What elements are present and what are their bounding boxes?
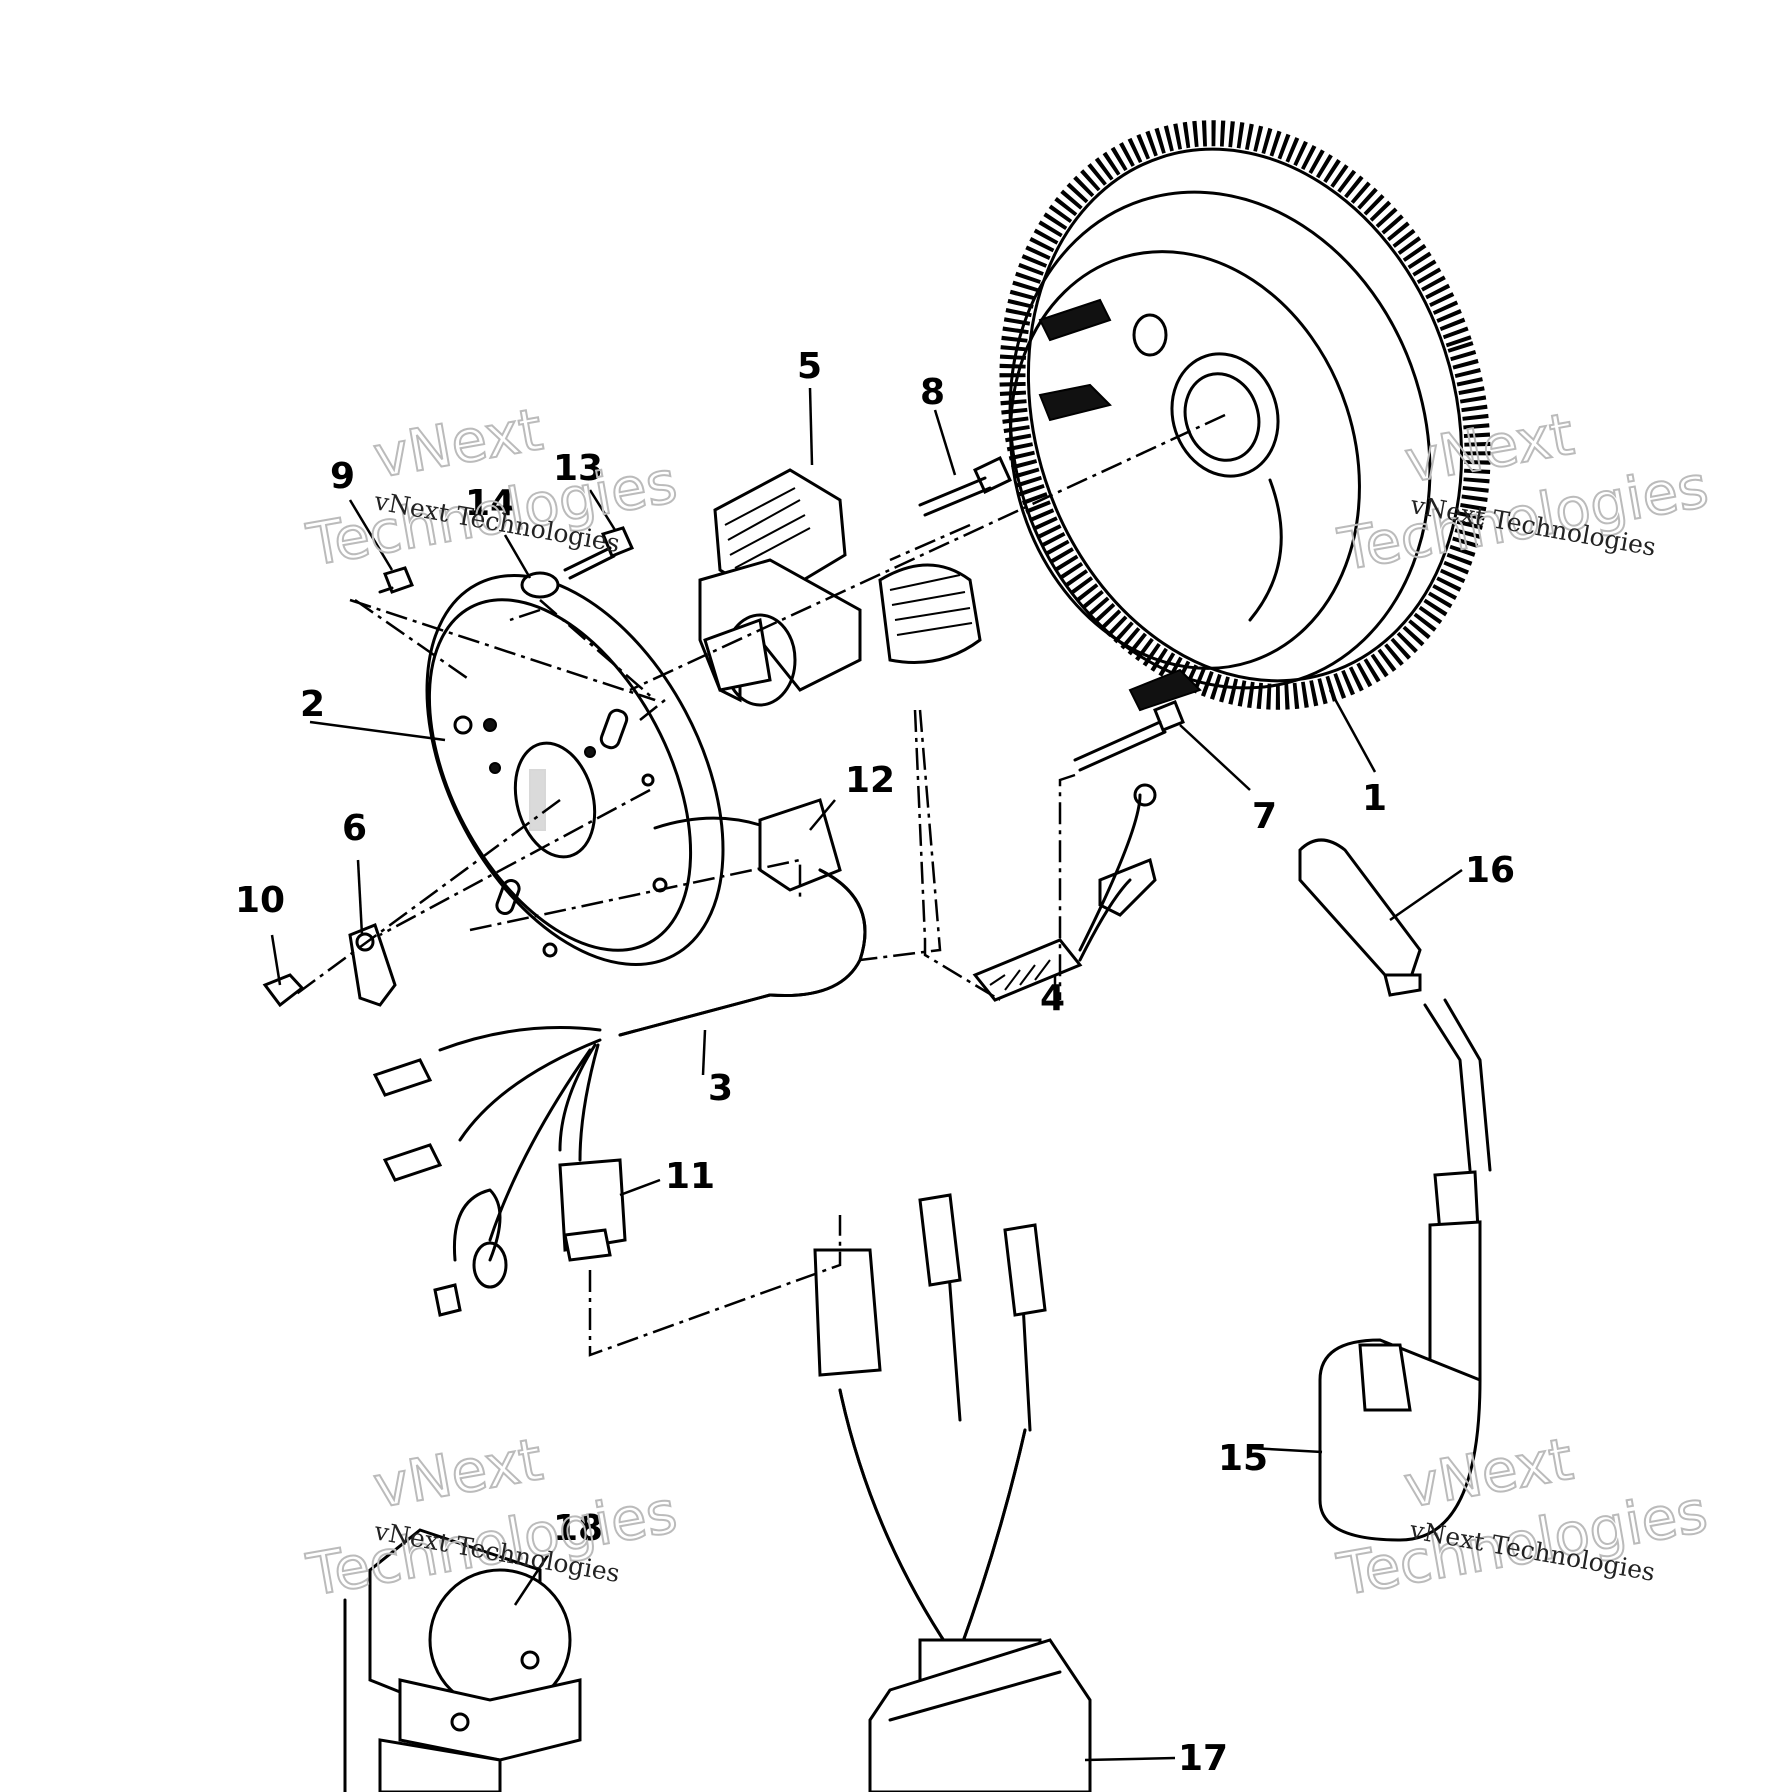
screw-10 <box>262 973 305 1008</box>
wire-harness <box>372 798 867 1317</box>
callout-8: 8 <box>920 372 945 413</box>
callout-12: 12 <box>845 760 895 801</box>
callout-18: 18 <box>553 1508 603 1549</box>
callout-1: 1 <box>1362 778 1387 819</box>
callout-13: 13 <box>553 448 603 489</box>
callout-7: 7 <box>1252 796 1277 837</box>
callout-14: 14 <box>465 483 515 524</box>
cdi-unit-17 <box>813 1193 1092 1792</box>
callout-10: 10 <box>235 880 285 921</box>
pulser-coil-4 <box>972 783 1157 1002</box>
callout-6: 6 <box>342 808 367 849</box>
ignition-coil-stator <box>698 468 982 707</box>
ignition-coil-15 <box>1298 838 1492 1542</box>
screw-9 <box>378 566 414 594</box>
leader-lines <box>270 387 1463 1762</box>
callout-3: 3 <box>708 1068 733 1109</box>
callout-16: 16 <box>1465 850 1515 891</box>
callout-9: 9 <box>330 456 355 497</box>
callout-15: 15 <box>1218 1438 1268 1479</box>
screw-13 <box>563 526 635 580</box>
screw-7 <box>1073 700 1185 772</box>
connector-11 <box>558 1158 627 1262</box>
callout-11: 11 <box>665 1156 715 1197</box>
flywheel <box>999 120 1491 712</box>
starter-relay-18 <box>343 1528 582 1792</box>
callout-2: 2 <box>300 684 325 725</box>
screw-8 <box>918 455 1012 517</box>
callout-numbers: 1 2 3 4 5 6 7 8 9 10 11 12 13 14 15 16 1… <box>235 346 1515 1779</box>
washer-14 <box>520 571 560 599</box>
alignment-lines <box>294 413 1226 1357</box>
callout-17: 17 <box>1178 1738 1228 1779</box>
callout-5: 5 <box>797 346 822 387</box>
base-plate <box>425 574 725 966</box>
callout-4: 4 <box>1040 978 1065 1019</box>
